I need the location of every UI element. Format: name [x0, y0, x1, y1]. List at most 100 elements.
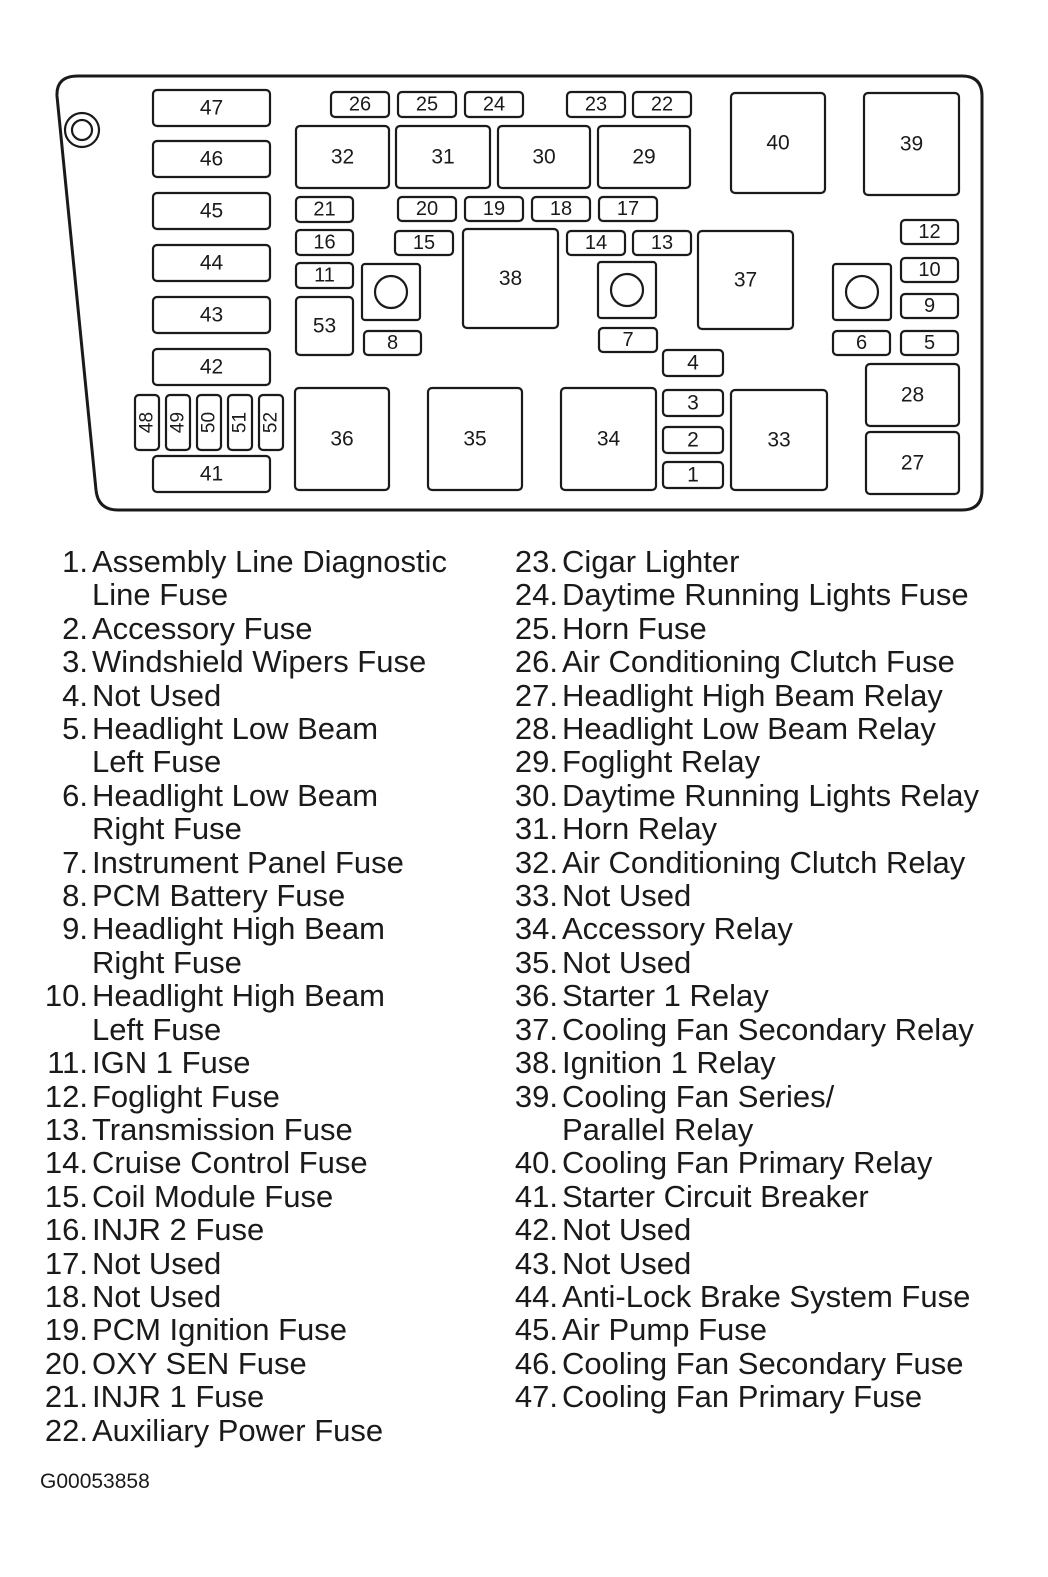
position-box	[729, 388, 829, 492]
legend-number: 47.	[514, 1379, 558, 1415]
position-box	[461, 227, 560, 330]
position-label: 12	[918, 221, 940, 243]
legend-text: Headlight High Beam Relay	[562, 677, 943, 713]
legend-number: 35.	[514, 944, 558, 980]
legend-text: Headlight Low Beam	[92, 777, 379, 813]
legend-entry: 33.Not Used	[470, 879, 1048, 913]
position-box	[294, 295, 355, 357]
legend-text: Air Pump Fuse	[562, 1312, 768, 1348]
legend-entry: 16.INJR 2 Fuse	[0, 1212, 490, 1248]
position-box	[899, 218, 960, 246]
legend-text: Right Fuse	[92, 944, 242, 980]
legend-number: 37.	[514, 1011, 558, 1047]
legend-number: 22.	[44, 1412, 88, 1448]
legend-entry: Right Fuse	[0, 812, 490, 845]
legend-entry: 42.Not Used	[470, 1213, 1048, 1247]
position-24: 24	[463, 90, 525, 119]
legend-entry: 14.Cruise Control Fuse	[0, 1146, 490, 1180]
position-label: 49	[168, 412, 189, 433]
legend-entry: 4.Not Used	[0, 678, 490, 712]
legend-text: Accessory Relay	[562, 911, 793, 947]
position-box	[294, 195, 355, 224]
position-34: 34	[559, 386, 658, 492]
legend-entry: 29.Foglight Relay	[470, 745, 1048, 779]
position-52: 52	[257, 393, 285, 452]
legend-number: 46.	[514, 1345, 558, 1381]
position-36: 36	[293, 386, 391, 492]
legend-text: Cooling Fan Primary Fuse	[562, 1379, 923, 1415]
position-label: 51	[230, 412, 251, 433]
position-39: 39	[862, 91, 961, 197]
legend-number: 15.	[44, 1178, 88, 1214]
position-label: 35	[463, 428, 486, 451]
legend-text: INJR 2 Fuse	[92, 1212, 265, 1248]
position-label: 40	[766, 132, 789, 155]
position-label: 3	[687, 392, 699, 415]
position-box	[151, 191, 272, 231]
position-7: 7	[597, 326, 659, 354]
position-33: 33	[729, 388, 829, 492]
legend-text: Instrument Panel Fuse	[92, 844, 404, 880]
position-box	[831, 329, 892, 357]
position-box	[226, 393, 254, 452]
legend-entry: Right Fuse	[0, 946, 490, 979]
legend-text: Starter Circuit Breaker	[562, 1178, 869, 1214]
legend-entry: Left Fuse	[0, 745, 490, 778]
legend-entry: 17.Not Used	[0, 1246, 490, 1280]
legend-entry: 36.Starter 1 Relay	[470, 978, 1048, 1014]
legend-entry: 45.Air Pump Fuse	[470, 1312, 1048, 1348]
legend-entry: 35.Not Used	[470, 944, 1048, 980]
position-box	[151, 88, 272, 128]
position-label: 41	[200, 463, 223, 486]
legend-entry: 3.Windshield Wipers Fuse	[0, 645, 490, 679]
position-label: 47	[200, 97, 223, 120]
position-label: 11	[314, 265, 335, 287]
legend-text: Transmission Fuse	[92, 1111, 353, 1147]
position-label: 13	[651, 232, 673, 254]
position-box	[151, 139, 272, 179]
position-box	[565, 90, 627, 119]
position-box	[394, 124, 492, 190]
legend-text: Not Used	[562, 944, 692, 980]
legend-text: Auxiliary Power Fuse	[92, 1412, 384, 1448]
legend-text: Air Conditioning Clutch Fuse	[562, 644, 955, 680]
position-box	[661, 348, 725, 378]
legend-text: Headlight High Beam	[92, 978, 385, 1014]
legend-number: 1.	[62, 544, 88, 579]
position-29: 29	[596, 124, 692, 190]
legend-text: Headlight Low Beam Relay	[562, 711, 936, 747]
position-45: 45	[151, 191, 272, 231]
legend-entry: 44.Anti-Lock Brake System Fuse	[470, 1280, 1048, 1314]
legend-number: 5.	[62, 711, 88, 747]
legend-number: 18.	[44, 1278, 88, 1314]
position-label: 25	[416, 94, 438, 116]
legend-number: 40.	[514, 1145, 558, 1181]
position-box	[151, 295, 272, 335]
position-42: 42	[151, 347, 272, 387]
legend-entry: 23.Cigar Lighter	[470, 545, 1048, 579]
position-label: 31	[431, 146, 454, 169]
legend-number: 36.	[514, 978, 558, 1014]
legend-number: 11.	[47, 1045, 88, 1081]
position-label: 30	[532, 146, 555, 169]
position-label: 33	[767, 429, 790, 452]
position-box	[631, 229, 693, 257]
legend-text: Ignition 1 Relay	[562, 1045, 776, 1081]
position-box	[293, 386, 391, 492]
legend-number: 31.	[514, 811, 558, 847]
legend-number: 20.	[44, 1345, 88, 1381]
legend-entry: 34.Accessory Relay	[470, 911, 1048, 947]
legend-entry: 1.Assembly Line Diagnostic	[0, 544, 490, 579]
legend-number: 38.	[514, 1045, 558, 1081]
position-label: 20	[416, 198, 438, 220]
legend-number: 43.	[514, 1245, 558, 1281]
mounting-bolt	[63, 111, 101, 149]
legend-number: 34.	[514, 911, 558, 947]
legend-text: PCM Ignition Fuse	[92, 1312, 347, 1348]
legend-entry: 41.Starter Circuit Breaker	[470, 1178, 1048, 1214]
position-28: 28	[864, 362, 961, 428]
position-box	[329, 90, 391, 119]
position-label: 8	[387, 332, 398, 354]
position-label: 52	[261, 412, 282, 433]
position-label: 15	[413, 232, 435, 254]
